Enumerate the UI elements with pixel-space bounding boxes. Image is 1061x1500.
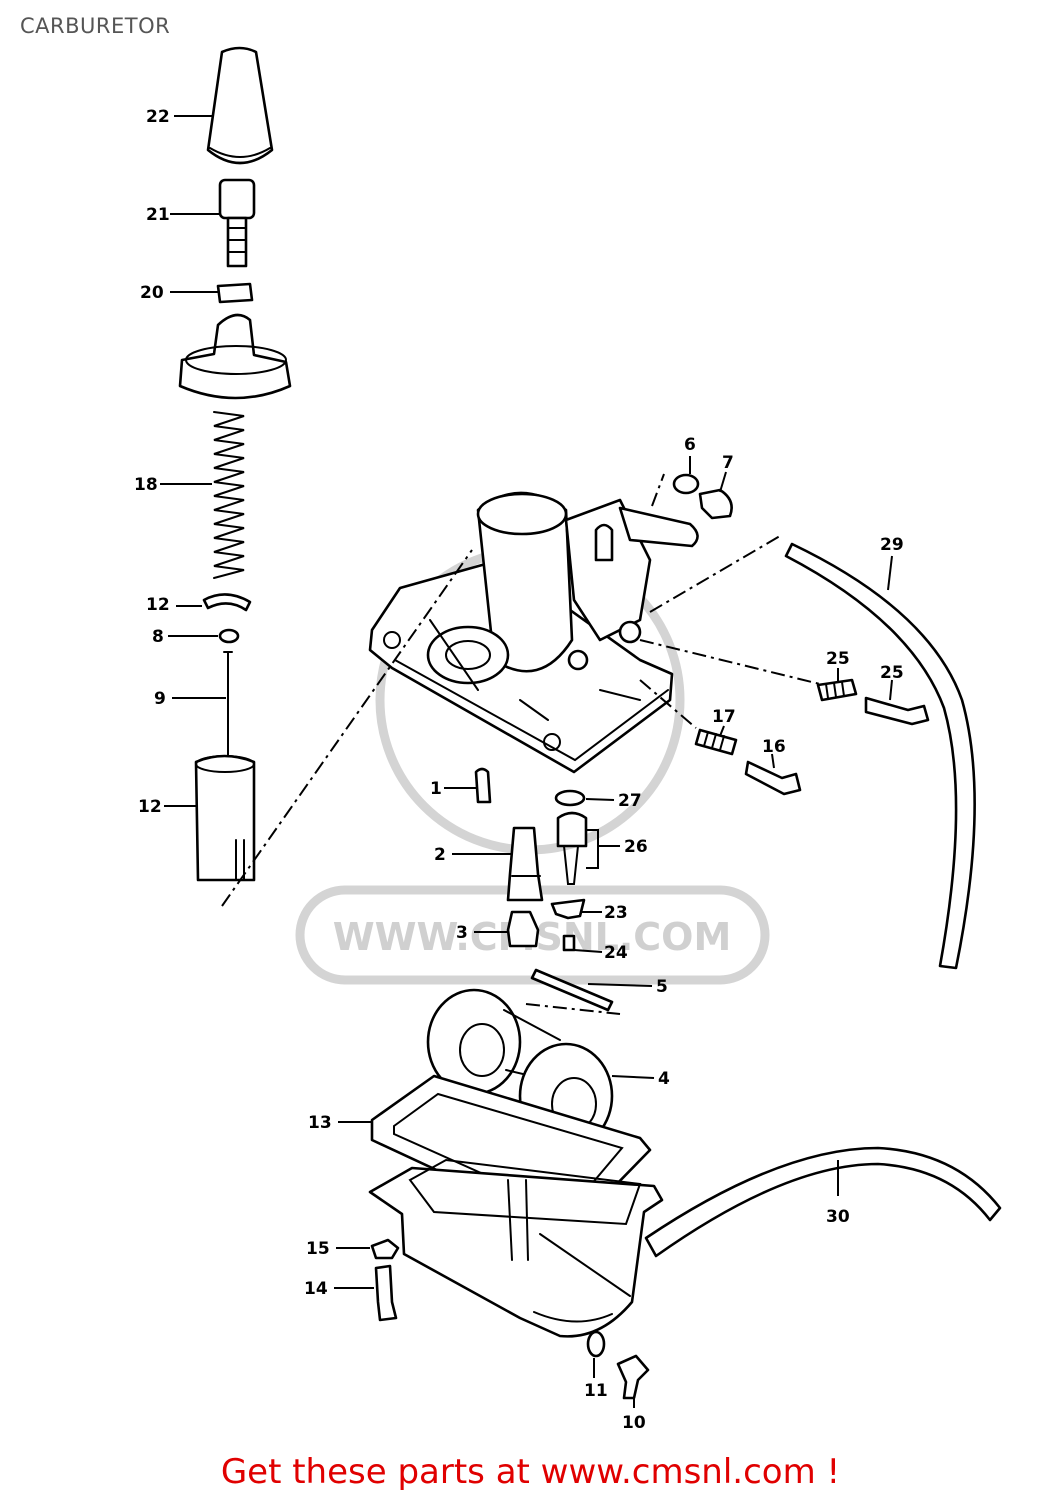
callout-26: 25 (826, 649, 850, 669)
page-title: CARBURETOR (20, 14, 171, 38)
part-washer-11 (586, 1330, 606, 1358)
part-nut-15 (370, 1238, 400, 1260)
part-main-jet (506, 910, 540, 948)
callout-12-clip: 12 (146, 595, 170, 615)
callout-18: 18 (134, 475, 158, 495)
callout-23: 23 (604, 903, 628, 923)
part-screw-24 (562, 934, 576, 952)
part-needle-clip (202, 593, 252, 612)
part-throttle-valve (194, 754, 256, 882)
callout-8: 8 (152, 627, 164, 647)
part-drain-screw-10 (616, 1354, 650, 1400)
part-jet-needle (223, 651, 233, 763)
callout-12: 12 (138, 797, 162, 817)
get-parts-link[interactable]: Get these parts at www.cmsnl.com ! (220, 1452, 841, 1492)
part-carburetor-body (368, 491, 699, 774)
part-pilot-jet (474, 767, 492, 804)
callout-10: 10 (622, 1413, 646, 1433)
part-adjuster (218, 178, 256, 220)
callout-5: 5 (656, 977, 668, 997)
callout-16: 16 (762, 737, 786, 757)
part-needle-jet (506, 826, 544, 902)
part-float-bowl (368, 1158, 664, 1338)
part-washer (218, 628, 240, 644)
callout-14: 14 (304, 1279, 328, 1299)
callout-27: 26 (624, 837, 648, 857)
callout-24: 24 (604, 943, 628, 963)
callout-25: 25 (880, 663, 904, 683)
callout-22: 22 (146, 107, 170, 127)
part-drain-tube-30 (644, 1146, 1002, 1258)
callout-11: 11 (584, 1381, 608, 1401)
callout-17: 17 (712, 707, 736, 727)
part-locknut (216, 282, 254, 304)
callout-3: 3 (456, 923, 468, 943)
callout-9: 9 (154, 689, 166, 709)
callout-30: 30 (826, 1207, 850, 1227)
callout-6: 6 (684, 435, 696, 455)
callout-7: 7 (722, 453, 734, 473)
callout-28: 27 (618, 791, 642, 811)
part-washer-6 (672, 473, 700, 495)
leader-lines (160, 115, 893, 1408)
callout-15: 15 (306, 1239, 330, 1259)
callout-21: 21 (146, 205, 170, 225)
callout-29: 29 (880, 535, 904, 555)
part-overflow-tube-29 (784, 542, 976, 970)
part-valve-clip (550, 898, 586, 920)
callout-1: 1 (430, 779, 442, 799)
part-mixing-chamber-top (178, 313, 292, 400)
part-screw-7 (698, 488, 733, 520)
callout-2: 2 (434, 845, 446, 865)
callout-20: 20 (140, 283, 164, 303)
part-cap (206, 46, 274, 165)
part-screw-25 (864, 696, 930, 726)
callout-4: 4 (658, 1069, 670, 1089)
part-float-valve (556, 811, 588, 848)
part-spring (213, 411, 245, 579)
callout-13: 13 (308, 1113, 332, 1133)
part-float-pin (530, 968, 614, 1012)
part-o-ring (554, 789, 586, 807)
part-screw-16 (744, 760, 802, 796)
callout-labels: 22 21 20 18 12 8 9 12 1 2 3 27 26 23 24 … (134, 107, 904, 1433)
part-screw-14 (374, 1264, 398, 1322)
